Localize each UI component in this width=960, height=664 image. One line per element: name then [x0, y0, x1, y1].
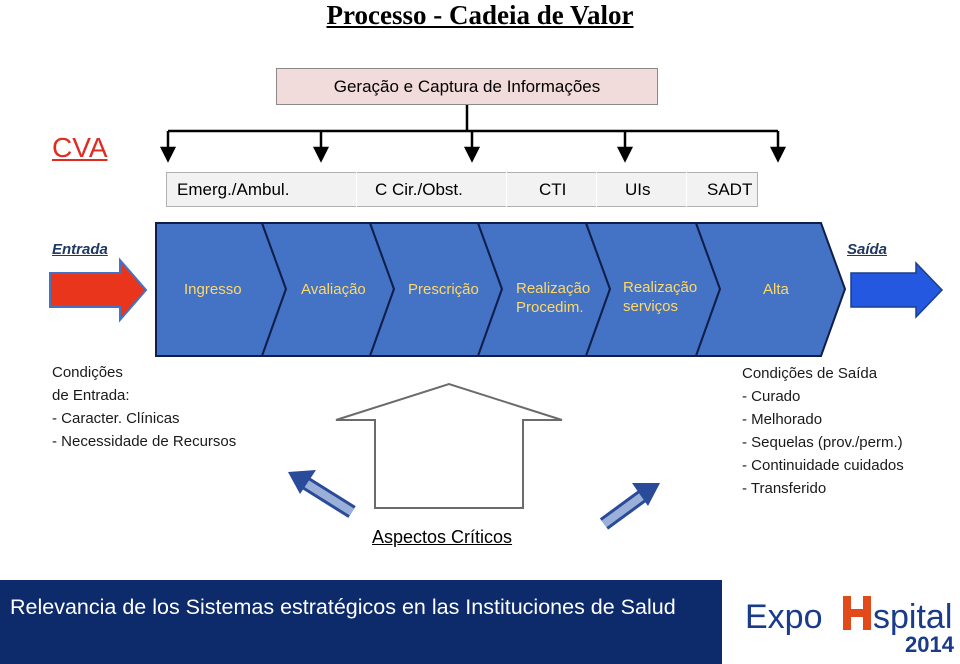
- connector-drops: [159, 131, 787, 163]
- exit-condition-line: - Sequelas (prov./perm.): [742, 434, 903, 451]
- svg-text:Expo: Expo: [745, 598, 823, 636]
- exit-condition-line: - Transferido: [742, 480, 827, 497]
- page-title: Processo - Cadeia de Valor: [326, 0, 634, 30]
- entrada-label: Entrada: [52, 241, 108, 258]
- entry-condition-line: Condições: [52, 364, 123, 381]
- critical-aspects-label: Aspectos Críticos: [372, 527, 513, 547]
- logo-cross-icon: [843, 596, 871, 630]
- unit-uis: UIs: [625, 180, 651, 199]
- expohospital-logo: Expo spital 2014: [745, 590, 957, 660]
- step-line: serviços: [623, 298, 679, 315]
- unit-c-cir-obst: C Cir./Obst.: [375, 180, 463, 199]
- entry-condition-line: - Necessidade de Recursos: [52, 433, 237, 450]
- information-capture-label: Geração e Captura de Informações: [333, 76, 601, 96]
- information-capture-box: Geração e Captura de Informações: [276, 68, 658, 105]
- entry-condition-line: - Caracter. Clínicas: [52, 410, 180, 427]
- unit-divider: [506, 172, 507, 207]
- exit-condition-line: - Melhorado: [742, 411, 823, 428]
- footer-text: Relevancia de los Sistemas estratégicos …: [10, 595, 676, 619]
- exit-condition-line: Condições de Saída: [742, 365, 878, 382]
- process-chevrons: [155, 222, 847, 357]
- diagonal-arrow-right: [599, 483, 660, 530]
- diagonal-arrow-left: [288, 470, 356, 518]
- exit-condition-line: - Continuidade cuidados: [742, 457, 904, 474]
- critical-up-arrow: [335, 382, 563, 509]
- step-line: Alta: [763, 281, 789, 298]
- step-alta: Alta: [763, 280, 789, 299]
- svg-text:2014: 2014: [905, 632, 955, 657]
- step-line: Prescrição: [408, 281, 479, 298]
- cva-label: CVA: [52, 132, 108, 163]
- entry-condition-line: de Entrada:: [52, 387, 130, 404]
- step-line: Procedim.: [516, 299, 584, 316]
- logo-expo: Expo: [745, 598, 823, 636]
- unit-divider: [356, 172, 357, 207]
- step-line: Ingresso: [184, 281, 242, 298]
- exit-conditions: Condições de Saída - Curado - Melhorado …: [742, 362, 904, 500]
- logo-hospital: spital: [873, 598, 952, 636]
- exit-condition-line: - Curado: [742, 388, 801, 405]
- step-prescricao: Prescrição: [408, 280, 479, 299]
- step-realizacao-procedimentos: Realização Procedim.: [516, 279, 590, 317]
- exit-arrow: [850, 261, 944, 319]
- unit-divider: [686, 172, 687, 207]
- saida-label: Saída: [847, 241, 888, 258]
- logo-graphic: Expo spital 2014: [745, 596, 955, 657]
- step-ingresso: Ingresso: [184, 280, 242, 299]
- footer-band: [0, 580, 722, 664]
- svg-text:spital: spital: [873, 598, 952, 636]
- chevron-alta: [694, 222, 847, 357]
- unit-bar: Emerg./Ambul. C Cir./Obst. CTI UIs SADT: [166, 172, 758, 207]
- logo-year: 2014: [905, 632, 955, 657]
- unit-divider: [596, 172, 597, 207]
- unit-emerg-ambul: Emerg./Ambul.: [177, 180, 290, 199]
- unit-cti: CTI: [539, 180, 567, 199]
- step-line: Realização: [516, 280, 591, 297]
- unit-sadt: SADT: [707, 180, 753, 199]
- entry-conditions: Condições de Entrada: - Caracter. Clínic…: [52, 361, 236, 453]
- entry-arrow: [49, 257, 148, 323]
- step-avaliacao: Avaliação: [301, 280, 366, 299]
- step-line: Avaliação: [301, 281, 366, 298]
- step-line: Realização: [623, 279, 698, 296]
- step-realizacao-servicos: Realização serviços: [623, 278, 697, 316]
